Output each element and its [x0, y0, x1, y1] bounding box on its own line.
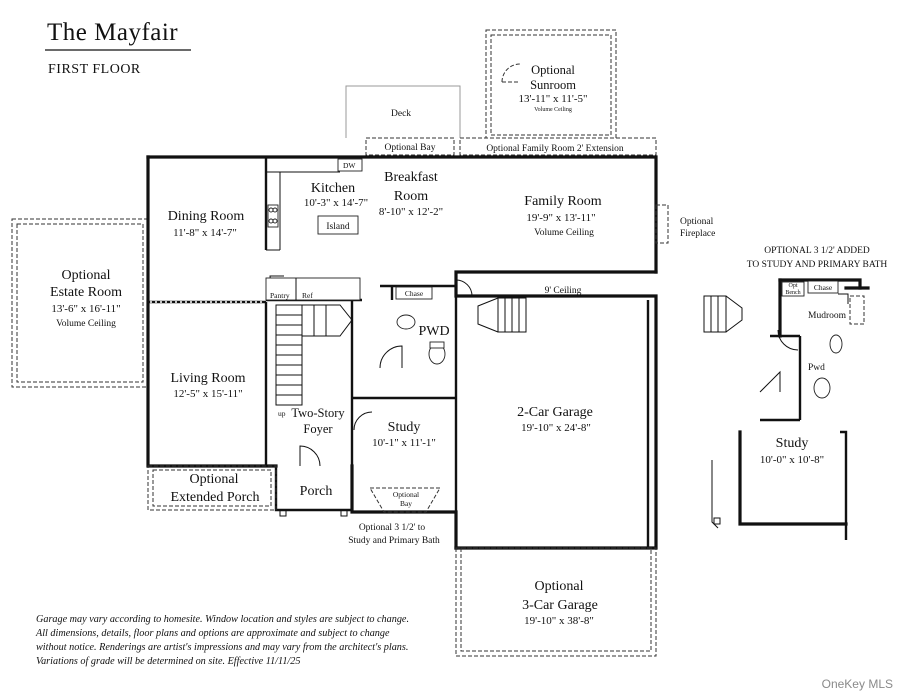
sunroom-dims: 13'-11" x 11'-5" — [519, 93, 588, 105]
pwd-door — [379, 345, 403, 369]
deck-label: Deck — [391, 109, 411, 119]
porch-column-right — [340, 509, 348, 517]
family-extension-outline — [459, 137, 657, 156]
disclaimer-line-3: without notice. Renderings are artist's … — [36, 642, 408, 653]
inset-heading-1: OPTIONAL 3 1/2' ADDED — [764, 246, 870, 256]
fireplace-outline — [655, 204, 669, 244]
extended-porch-label-2: Extended Porch — [170, 490, 259, 505]
disclaimer-line-1: Garage may vary according to homesite. W… — [36, 614, 409, 625]
family-room-dims: 19'-9" x 13'-11" — [526, 212, 595, 224]
kitchen-label: Kitchen — [311, 181, 355, 196]
family-room-label: Family Room — [524, 194, 602, 209]
stairs-up-label: up — [278, 409, 286, 418]
kitchen-dims: 10'-3" x 14'-7" — [304, 197, 368, 209]
porch-label: Porch — [300, 484, 333, 499]
kitchen-island — [317, 215, 359, 235]
ref-label: Ref — [302, 291, 313, 300]
optional-half-bath-note-2: Study and Primary Bath — [348, 536, 440, 546]
inset-study-dims: 10'-0" x 10'-8" — [760, 454, 824, 466]
optional-bay-study-label-2: Bay — [400, 499, 412, 508]
disclaimer-line-4: Variations of grade will be determined o… — [36, 656, 300, 667]
garage-2car-label: 2-Car Garage — [517, 405, 593, 420]
disclaimer-line-2: All dimensions, details, floor plans and… — [35, 628, 390, 639]
pantry-ref-block — [265, 277, 361, 301]
fireplace-label-1: Optional — [680, 217, 714, 227]
estate-room-inner — [16, 223, 144, 383]
garage-3car-label-2: 3-Car Garage — [522, 598, 598, 613]
estate-room-dims: 13'-6" x 16'-11" — [51, 303, 120, 315]
living-room-label: Living Room — [170, 371, 245, 386]
breakfast-dims: 8'-10" x 12'-2" — [379, 206, 443, 218]
nine-ceiling-label: 9' Ceiling — [545, 286, 582, 296]
inset-pwd-label: Pwd — [808, 363, 825, 373]
foyer-label-1: Two-Story — [291, 406, 345, 420]
exterior-wall-left — [146, 155, 278, 468]
garage-stairs — [477, 297, 527, 333]
estate-room-label-1: Optional — [62, 268, 111, 283]
breakfast-label-1: Breakfast — [384, 170, 438, 185]
inset-drawing: Opt Bench Chase Mudroom Pwd Study 10'-0"… — [703, 278, 870, 540]
fireplace-label-2: Fireplace — [680, 229, 715, 239]
garage-3car-label-1: Optional — [535, 579, 584, 594]
extended-porch-inner — [152, 469, 272, 507]
inset-opt-bench-1: Opt — [789, 283, 798, 289]
garage-entry-door — [455, 279, 473, 297]
dishwasher — [337, 158, 363, 172]
watermark: OneKey MLS — [822, 677, 893, 691]
family-extension-label: Optional Family Room 2' Extension — [486, 144, 624, 154]
estate-room-label-2: Estate Room — [50, 285, 122, 300]
plan-title: The Mayfair — [47, 19, 178, 46]
optional-bay-study-label-1: Optional — [393, 490, 419, 499]
estate-room-note: Volume Ceiling — [56, 319, 116, 329]
front-door — [299, 445, 321, 467]
pantry-label: Pantry — [270, 291, 290, 300]
cooktop — [267, 204, 279, 228]
inset-opt-bench-2: Bench — [785, 290, 800, 296]
garage-3car-outline — [455, 547, 657, 657]
garage-2car-dims: 19'-10" x 24'-8" — [521, 422, 591, 434]
chase-box — [395, 286, 433, 300]
exterior-wall-garage — [454, 270, 658, 550]
breakfast-label-2: Room — [394, 189, 428, 204]
inset-study-label: Study — [776, 436, 809, 451]
chase-label: Chase — [405, 289, 424, 298]
study-door — [353, 411, 373, 431]
pwd-label: PWD — [418, 324, 449, 339]
pwd-sink — [396, 314, 416, 330]
plan-subtitle: FIRST FLOOR — [48, 62, 141, 77]
garage-3car-dims: 19'-10" x 38'-8" — [524, 615, 594, 627]
main-stairs — [275, 304, 353, 406]
kitchen-counter — [266, 171, 340, 251]
dining-room-label: Dining Room — [168, 209, 245, 224]
inset-mudroom-label: Mudroom — [808, 311, 847, 321]
deck-outline — [345, 85, 461, 138]
dining-room-dims: 11'-8" x 14'-7" — [173, 227, 237, 239]
living-room-dims: 12'-5" x 15'-11" — [173, 388, 242, 400]
foyer-label-2: Foyer — [303, 422, 333, 436]
family-room-note: Volume Ceiling — [534, 228, 594, 238]
extended-porch-outline — [147, 465, 277, 511]
sunroom-label-2: Sunroom — [530, 78, 576, 92]
exterior-wall-top — [146, 155, 658, 274]
island-label: Island — [326, 222, 349, 232]
inset-heading-2: TO STUDY AND PRIMARY BATH — [747, 260, 888, 270]
extended-porch-label-1: Optional — [190, 472, 239, 487]
sunroom-door — [501, 63, 521, 83]
porch-column-left — [279, 509, 287, 517]
dishwasher-label: DW — [343, 161, 356, 170]
study-dims: 10'-1" x 11'-1" — [372, 437, 436, 449]
garage-3car-inner — [460, 547, 652, 652]
inset-chase-label: Chase — [814, 283, 833, 292]
optional-bay-top-label: Optional Bay — [385, 143, 436, 153]
sunroom-label-1: Optional — [531, 63, 575, 77]
sunroom-note: Volume Ceiling — [534, 107, 572, 113]
sunroom-inner — [490, 34, 612, 136]
optional-bay-study-outline — [369, 487, 441, 513]
optional-bay-top-outline — [365, 137, 455, 156]
optional-half-bath-note-1: Optional 3 1/2' to — [359, 523, 426, 533]
study-label: Study — [388, 420, 421, 435]
